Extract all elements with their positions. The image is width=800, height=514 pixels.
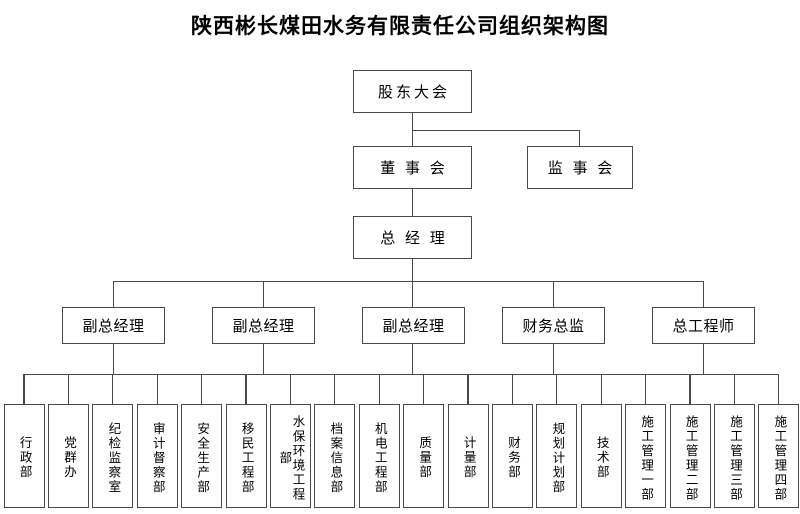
connector-department-bus [24, 374, 779, 376]
node-department-12[interactable]: 财务部 [491, 404, 533, 508]
node-label: 副总经理 [382, 319, 445, 335]
connector-to-department-12 [511, 374, 514, 404]
node-label: 施工管理二部 [683, 414, 698, 502]
node-label: 机电工程部 [372, 421, 387, 495]
node-department-13[interactable]: 规划计划部 [536, 404, 578, 508]
connector-to-department-14 [600, 374, 602, 404]
node-label: 党群办 [61, 436, 76, 480]
node-department-5[interactable]: 安全生产部 [181, 404, 223, 508]
node-label: 质量部 [417, 436, 432, 480]
connector-to-deputy-gm-3 [412, 281, 414, 307]
connector-to-department-11 [467, 374, 469, 404]
connector-shareholders-bus [412, 130, 580, 132]
connector-deputy-gm-2-down [263, 344, 265, 374]
node-department-15[interactable]: 施工管理一部 [625, 404, 667, 508]
connector-gm-down [412, 259, 414, 281]
node-department-2[interactable]: 党群办 [47, 404, 89, 508]
connector-to-department-3 [112, 374, 114, 404]
connector-to-department-16 [689, 374, 691, 404]
node-department-7[interactable]: 水保环境工程部 [269, 404, 311, 508]
node-cfo[interactable]: 财务总监 [502, 307, 605, 344]
node-deputy-general-manager-2[interactable]: 副总经理 [212, 307, 315, 344]
node-label: 规划计划部 [550, 421, 565, 495]
connector-to-board-of-directors [412, 130, 414, 146]
connector-to-department-4 [156, 374, 158, 404]
connector-to-department-9 [378, 374, 380, 404]
node-label: 安全生产部 [195, 421, 210, 495]
node-label: 技术部 [594, 436, 609, 480]
node-label: 计量部 [461, 436, 476, 480]
connector-to-department-2 [67, 374, 70, 404]
page-title: 陕西彬长煤田水务有限责任公司组织架构图 [191, 14, 609, 38]
node-label: 水保环境工程部 [277, 414, 305, 502]
node-label: 行政部 [17, 436, 32, 480]
node-department-17[interactable]: 施工管理三部 [713, 404, 755, 508]
node-label: 副总经理 [232, 319, 295, 335]
node-label: 总工程师 [672, 319, 735, 335]
node-label: 总 经 理 [380, 231, 448, 247]
connector-deputy-gm-1-down [113, 344, 115, 374]
connector-shareholders-down [412, 113, 414, 130]
node-label: 股东大会 [377, 85, 450, 101]
node-label: 监 事 会 [547, 161, 616, 177]
node-department-11[interactable]: 计量部 [447, 404, 489, 508]
node-label: 副总经理 [82, 319, 145, 335]
connector-to-department-7 [289, 374, 292, 404]
node-general-manager[interactable]: 总 经 理 [353, 216, 472, 259]
connector-board-to-gm [412, 189, 414, 216]
node-department-8[interactable]: 档案信息部 [314, 404, 356, 508]
connector-to-department-17 [733, 374, 736, 404]
node-label: 财务部 [505, 436, 520, 480]
node-department-16[interactable]: 施工管理二部 [669, 404, 711, 508]
node-label: 董 事 会 [380, 161, 448, 177]
node-department-14[interactable]: 技术部 [580, 404, 622, 508]
node-department-1[interactable]: 行政部 [3, 404, 45, 508]
node-board-of-supervisors[interactable]: 监 事 会 [527, 146, 633, 189]
connector-cfo-down [553, 344, 555, 374]
connector-to-department-1 [23, 374, 25, 404]
connector-to-department-8 [334, 374, 336, 404]
node-label: 财务总监 [522, 319, 585, 335]
connector-to-department-10 [422, 374, 425, 404]
node-department-9[interactable]: 机电工程部 [358, 404, 400, 508]
connector-to-department-6 [245, 374, 247, 404]
node-deputy-general-manager-3[interactable]: 副总经理 [362, 307, 465, 344]
node-board-of-directors[interactable]: 董 事 会 [353, 146, 472, 189]
connector-to-department-13 [556, 374, 558, 404]
connector-to-deputy-gm-2 [263, 281, 265, 307]
connector-to-deputy-gm-1 [113, 281, 115, 307]
node-department-4[interactable]: 审计督察部 [136, 404, 178, 508]
connector-to-department-15 [644, 374, 647, 404]
connector-to-cfo [553, 281, 555, 307]
connector-to-chief-engineer [703, 281, 705, 307]
node-label: 移民工程部 [239, 421, 254, 495]
connector-chief-engineer-down [703, 344, 705, 374]
node-chief-engineer[interactable]: 总工程师 [652, 307, 755, 344]
node-label: 审计督察部 [150, 421, 165, 495]
connector-deputy-gm-3-down [412, 344, 414, 374]
connector-to-board-of-supervisors [579, 130, 581, 146]
node-department-3[interactable]: 纪检监察室 [92, 404, 134, 508]
node-label: 施工管理一部 [639, 414, 654, 502]
node-label: 纪检监察室 [106, 421, 121, 495]
node-label: 施工管理四部 [772, 414, 787, 502]
node-label: 档案信息部 [328, 421, 343, 495]
node-label: 施工管理三部 [727, 414, 742, 502]
node-department-18[interactable]: 施工管理四部 [758, 404, 800, 508]
node-department-10[interactable]: 质量部 [403, 404, 445, 508]
connector-manager-bus [113, 281, 704, 283]
connector-to-department-18 [778, 374, 780, 404]
node-deputy-general-manager-1[interactable]: 副总经理 [62, 307, 165, 344]
connector-to-department-5 [200, 374, 203, 404]
node-department-6[interactable]: 移民工程部 [225, 404, 267, 508]
node-shareholders-meeting[interactable]: 股东大会 [353, 70, 472, 113]
